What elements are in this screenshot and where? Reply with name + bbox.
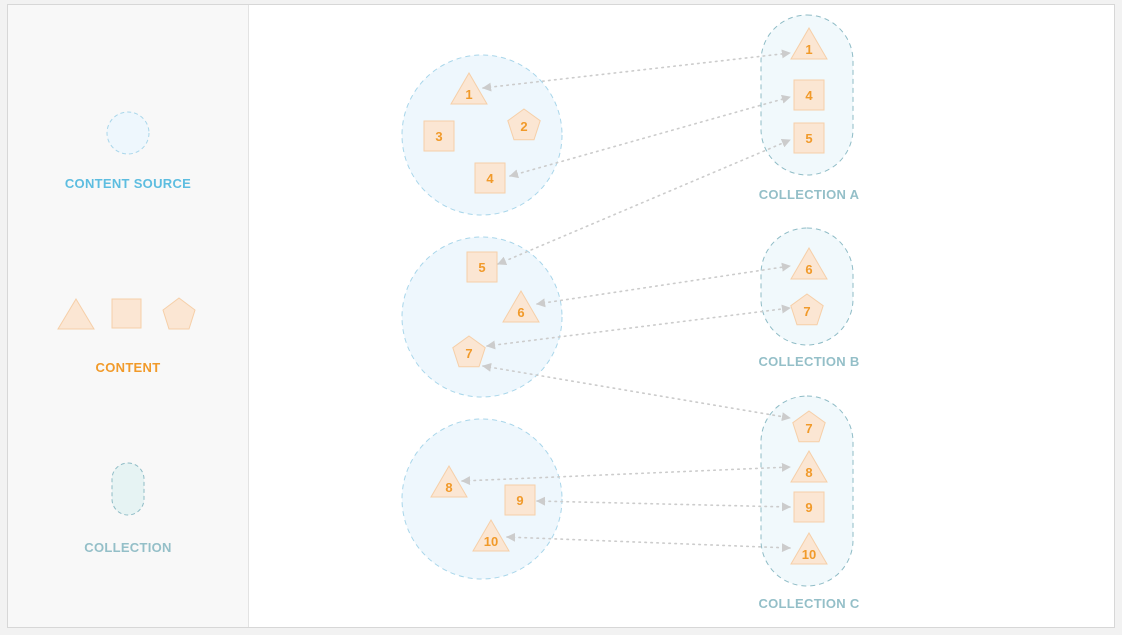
content-legend-label: CONTENT [96, 360, 161, 375]
triangle-shape [472, 519, 510, 552]
content-item-number: 10 [802, 547, 816, 562]
square-shape [474, 162, 506, 194]
link-arrow [482, 362, 791, 422]
collection-c-item-8: 8 [790, 450, 828, 483]
pentagon-shape [790, 293, 824, 326]
collection-b [760, 227, 854, 346]
collection-a-item-4: 4 [793, 79, 825, 111]
content-item-number: 6 [805, 262, 812, 277]
content-item-number: 8 [445, 480, 452, 495]
content-item-number: 6 [517, 305, 524, 320]
source-content-item-6: 6 [502, 290, 540, 323]
content-item-number: 7 [803, 304, 810, 319]
content-item-number: 7 [805, 421, 812, 436]
collection-a-item-5: 5 [793, 122, 825, 154]
legend-content-source: CONTENT SOURCE [65, 111, 191, 191]
content-item-number: 5 [805, 131, 812, 146]
collection-b-label: COLLECTION B [758, 354, 859, 369]
arrow-layer [461, 49, 791, 553]
content-item-number: 7 [465, 346, 472, 361]
content-item-number: 1 [465, 87, 472, 102]
link-arrow [536, 262, 791, 308]
source-content-item-1: 1 [450, 72, 488, 105]
content-source-legend-icon [106, 111, 150, 155]
collection-c-item-9: 9 [793, 491, 825, 523]
triangle-legend-icon [57, 298, 95, 330]
source-content-item-4: 4 [474, 162, 506, 194]
collection-legend-label: COLLECTION [84, 540, 172, 555]
triangle-shape [450, 72, 488, 105]
square-shape [793, 79, 825, 111]
content-item-number: 5 [478, 260, 485, 275]
content-item-number: 1 [805, 42, 812, 57]
collection-a-label: COLLECTION A [759, 187, 860, 202]
content-item-number: 3 [435, 129, 442, 144]
link-arrow [461, 462, 791, 486]
collection-c-item-7: 7 [792, 410, 826, 443]
pentagon-shape [792, 410, 826, 443]
source-content-item-7: 7 [452, 335, 486, 368]
triangle-shape [790, 532, 828, 565]
content-item-number: 10 [484, 534, 498, 549]
content-source-3 [401, 418, 563, 580]
square-shape [504, 484, 536, 516]
source-content-item-10: 10 [472, 519, 510, 552]
content-item-number: 8 [805, 465, 812, 480]
collection-b-item-7: 7 [790, 293, 824, 326]
triangle-shape [430, 465, 468, 498]
source-content-item-5: 5 [466, 251, 498, 283]
square-shape [423, 120, 455, 152]
content-item-number: 4 [486, 171, 494, 186]
triangle-shape [502, 290, 540, 323]
legend-collection: COLLECTION [84, 462, 172, 555]
link-arrow [506, 532, 791, 553]
triangle-shape [790, 247, 828, 280]
source-content-item-2: 2 [507, 108, 541, 141]
content-item-layer: 1 2 3 4 5 6 7 8 9 10 1 4 5 6 7 7 8 9 10 [423, 27, 828, 565]
pentagon-legend-icon [162, 297, 196, 330]
legend-content: CONTENT [57, 297, 196, 375]
content-item-number: 2 [520, 119, 527, 134]
source-content-item-3: 3 [423, 120, 455, 152]
triangle-shape [790, 27, 828, 60]
link-arrow [536, 496, 791, 512]
content-source-legend-label: CONTENT SOURCE [65, 176, 191, 191]
source-content-item-9: 9 [504, 484, 536, 516]
collection-b-item-6: 6 [790, 247, 828, 280]
content-item-number: 9 [516, 493, 523, 508]
square-legend-icon [111, 298, 142, 329]
collection-legend-icon [111, 462, 145, 516]
square-shape [793, 122, 825, 154]
content-item-number: 4 [805, 88, 813, 103]
link-arrow [497, 139, 791, 265]
triangle-shape [790, 450, 828, 483]
content-item-number: 9 [805, 500, 812, 515]
pentagon-shape [507, 108, 541, 141]
square-shape [793, 491, 825, 523]
collection-c-item-10: 10 [790, 532, 828, 565]
collection-a-item-1: 1 [790, 27, 828, 60]
collection-c-label: COLLECTION C [758, 596, 859, 611]
square-shape [466, 251, 498, 283]
pentagon-shape [452, 335, 486, 368]
link-arrow [482, 49, 791, 92]
source-content-item-8: 8 [430, 465, 468, 498]
